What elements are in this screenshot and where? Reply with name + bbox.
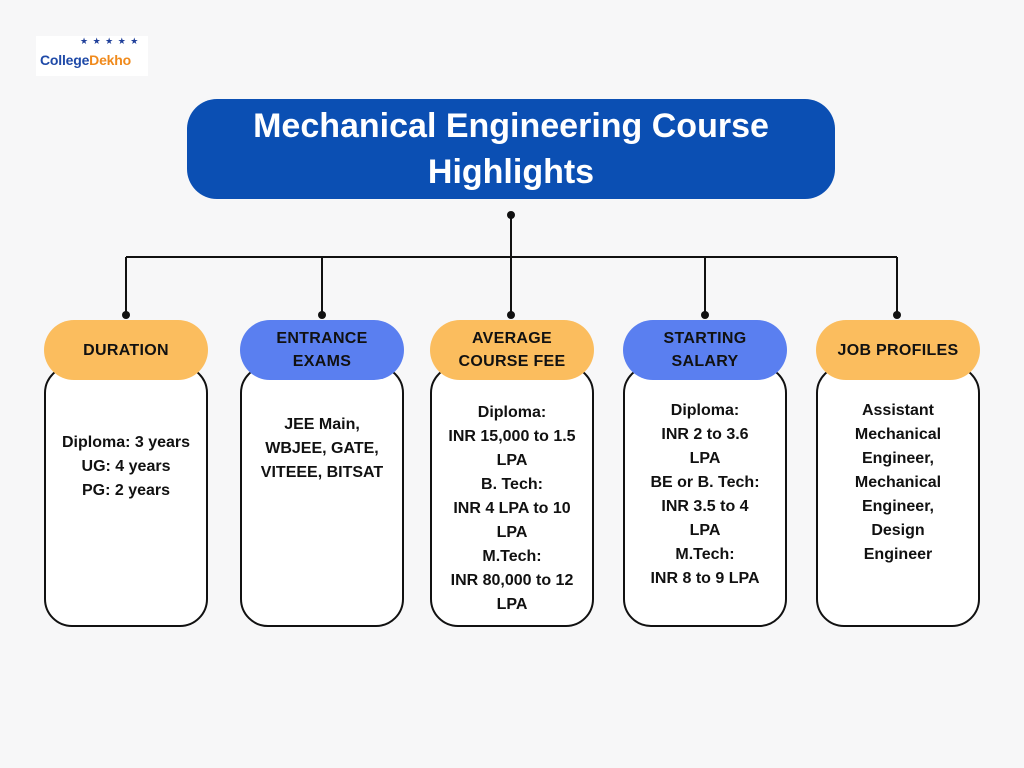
- card-job-profiles-body: Assistant Mechanical Engineer, Mechanica…: [855, 399, 941, 625]
- card-entrance-exams: JEE Main, WBJEE, GATE, VITEEE, BITSAT: [240, 365, 404, 627]
- connector-dot-top: [507, 211, 515, 219]
- text-line: Engineer: [863, 546, 933, 563]
- card-starting-salary: Diploma: INR 2 to 3.6 LPA BE or B. Tech:…: [623, 365, 787, 627]
- pill-starting-salary: STARTING SALARY: [623, 320, 787, 380]
- text-line: INR 80,000 to 12: [450, 572, 574, 589]
- text-line: B. Tech:: [481, 476, 543, 493]
- text-line: JEE Main,: [284, 416, 360, 433]
- pill-duration: DURATION: [44, 320, 208, 380]
- text-line: LPA: [689, 522, 721, 539]
- pill-label: AVERAGE COURSE FEE: [458, 330, 566, 370]
- card-average-course-fee-body: Diploma: INR 15,000 to 1.5 LPA B. Tech: …: [448, 401, 575, 625]
- text-line: Diploma: 3 years: [61, 434, 191, 451]
- text-line: LPA: [496, 452, 528, 469]
- text-line: LPA: [689, 450, 721, 467]
- text-line: Design: [871, 522, 925, 539]
- card-job-profiles: Assistant Mechanical Engineer, Mechanica…: [816, 365, 980, 627]
- text-line: LPA: [496, 596, 528, 613]
- logo-stars-icon: ★ ★ ★ ★ ★: [80, 36, 140, 46]
- text-line: Mechanical: [854, 426, 942, 443]
- text-line: Mechanical: [854, 474, 942, 491]
- pill-label: DURATION: [83, 341, 169, 359]
- card-entrance-exams-body: JEE Main, WBJEE, GATE, VITEEE, BITSAT: [261, 413, 383, 625]
- text-line: WBJEE, GATE,: [265, 440, 379, 457]
- connector-dot-4: [701, 311, 709, 319]
- connector-dot-3: [507, 311, 515, 319]
- connector-dot-5: [893, 311, 901, 319]
- logo-wordmark: CollegeDekho: [40, 52, 131, 68]
- text-line: INR 3.5 to 4: [661, 498, 749, 515]
- text-line: Assistant: [861, 402, 934, 419]
- pill-label: JOB PROFILES: [837, 341, 959, 359]
- text-line: BE or B. Tech:: [650, 474, 760, 491]
- text-line: Engineer,: [861, 498, 934, 515]
- text-line: M.Tech:: [482, 548, 542, 565]
- pill-entrance-exams: ENTRANCE EXAMS: [240, 320, 404, 380]
- text-line: INR 2 to 3.6: [661, 426, 749, 443]
- card-duration: Diploma: 3 years UG: 4 years PG: 2 years: [44, 365, 208, 627]
- card-duration-body: Diploma: 3 years UG: 4 years PG: 2 years: [62, 431, 190, 625]
- card-starting-salary-body: Diploma: INR 2 to 3.6 LPA BE or B. Tech:…: [650, 399, 759, 625]
- pill-label: ENTRANCE EXAMS: [276, 330, 368, 370]
- page-title: Mechanical Engineering Course Highlights: [253, 107, 769, 191]
- text-line: M.Tech:: [675, 546, 735, 563]
- text-line: Diploma:: [670, 402, 740, 419]
- text-line: LPA: [496, 524, 528, 541]
- text-line: UG: 4 years: [81, 458, 171, 475]
- card-average-course-fee: Diploma: INR 15,000 to 1.5 LPA B. Tech: …: [430, 365, 594, 627]
- pill-label: STARTING SALARY: [663, 330, 747, 370]
- connector-dot-2: [318, 311, 326, 319]
- pill-job-profiles: JOB PROFILES: [816, 320, 980, 380]
- title-banner: Mechanical Engineering Course Highlights: [187, 99, 835, 199]
- connector-dot-1: [122, 311, 130, 319]
- logo-text-college: College: [40, 52, 90, 68]
- text-line: INR 8 to 9 LPA: [650, 570, 760, 587]
- logo-text-dekho: Dekho: [89, 52, 131, 68]
- collegedekho-logo: ★ ★ ★ ★ ★ CollegeDekho: [36, 36, 148, 76]
- text-line: Engineer,: [861, 450, 934, 467]
- text-line: INR 15,000 to 1.5: [448, 428, 576, 445]
- text-line: VITEEE, BITSAT: [260, 464, 384, 481]
- text-line: Diploma:: [477, 404, 547, 421]
- text-line: INR 4 LPA to 10: [453, 500, 571, 517]
- pill-average-course-fee: AVERAGE COURSE FEE: [430, 320, 594, 380]
- text-line: PG: 2 years: [81, 482, 171, 499]
